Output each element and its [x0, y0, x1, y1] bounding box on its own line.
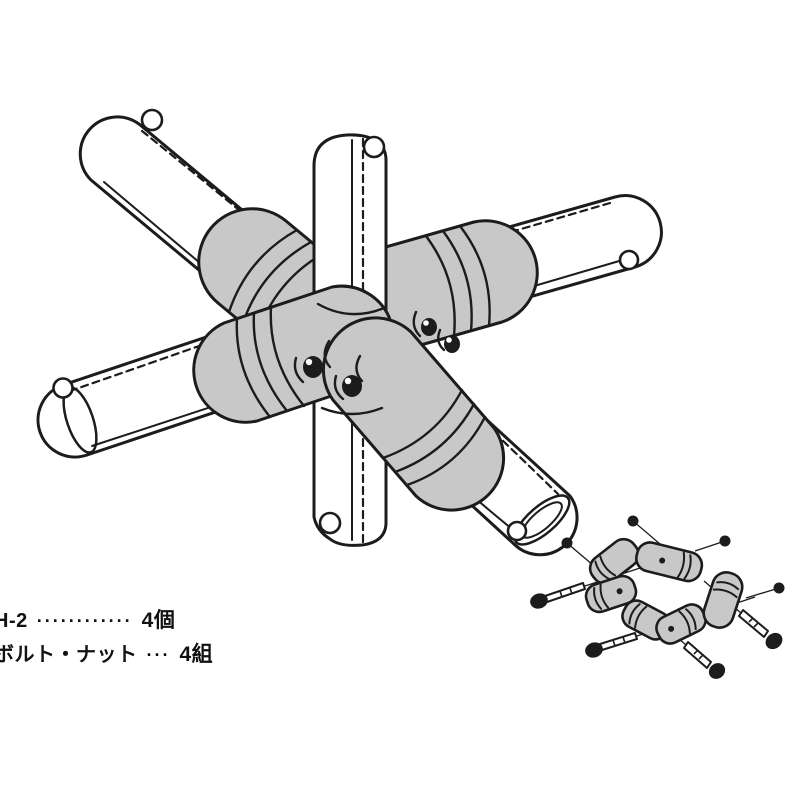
clamp-bolt: [293, 356, 323, 384]
pipe-end-lip: [618, 249, 640, 271]
nut: [719, 535, 731, 547]
pipe-end-lip: [318, 511, 342, 535]
clamp-ridges: [424, 224, 491, 338]
dotted-leader: ············: [36, 611, 133, 631]
part-quantity: 4個: [141, 609, 176, 632]
bolt: [738, 609, 783, 650]
joint-center-details: [293, 302, 460, 416]
clamp-piece: [635, 541, 704, 583]
main-assembly: [36, 108, 663, 557]
legend-row-h2: H-2 ············ 4個: [0, 604, 213, 638]
bolt: [530, 582, 586, 609]
nut: [627, 515, 639, 527]
bolt: [585, 632, 638, 658]
clamp-bolt: [333, 374, 362, 401]
exploded-view: [530, 515, 785, 679]
part-label: ボルト・ナット: [0, 644, 138, 666]
clamp-bolt: [437, 328, 460, 353]
nut: [561, 537, 573, 549]
pipe-end-lip: [506, 520, 528, 542]
dotted-leader: ···: [146, 645, 171, 665]
part-label: H-2: [0, 610, 28, 632]
clamp-piece: [702, 571, 744, 629]
legend-row-bolt-nut: ボルト・ナット ··· 4組: [0, 638, 213, 672]
clamp-ridges: [235, 305, 306, 419]
clamp-piece: [584, 574, 638, 614]
pipe-end-lip: [362, 135, 386, 159]
clamp-piece: [588, 537, 640, 585]
part-quantity: 4組: [179, 643, 214, 666]
nut: [773, 582, 785, 594]
clamp-piece: [655, 603, 707, 645]
bolt: [683, 641, 726, 679]
parts-legend: H-2 ············ 4個 ボルト・ナット ··· 4組: [0, 604, 213, 672]
clamp-bolt: [412, 310, 437, 338]
pipe-end-lip: [140, 108, 164, 132]
clamp-ridges: [381, 388, 487, 487]
pipe-end-lip: [52, 377, 74, 399]
clamp-lower-right: [321, 316, 506, 512]
pipe-open-end: [513, 494, 571, 546]
